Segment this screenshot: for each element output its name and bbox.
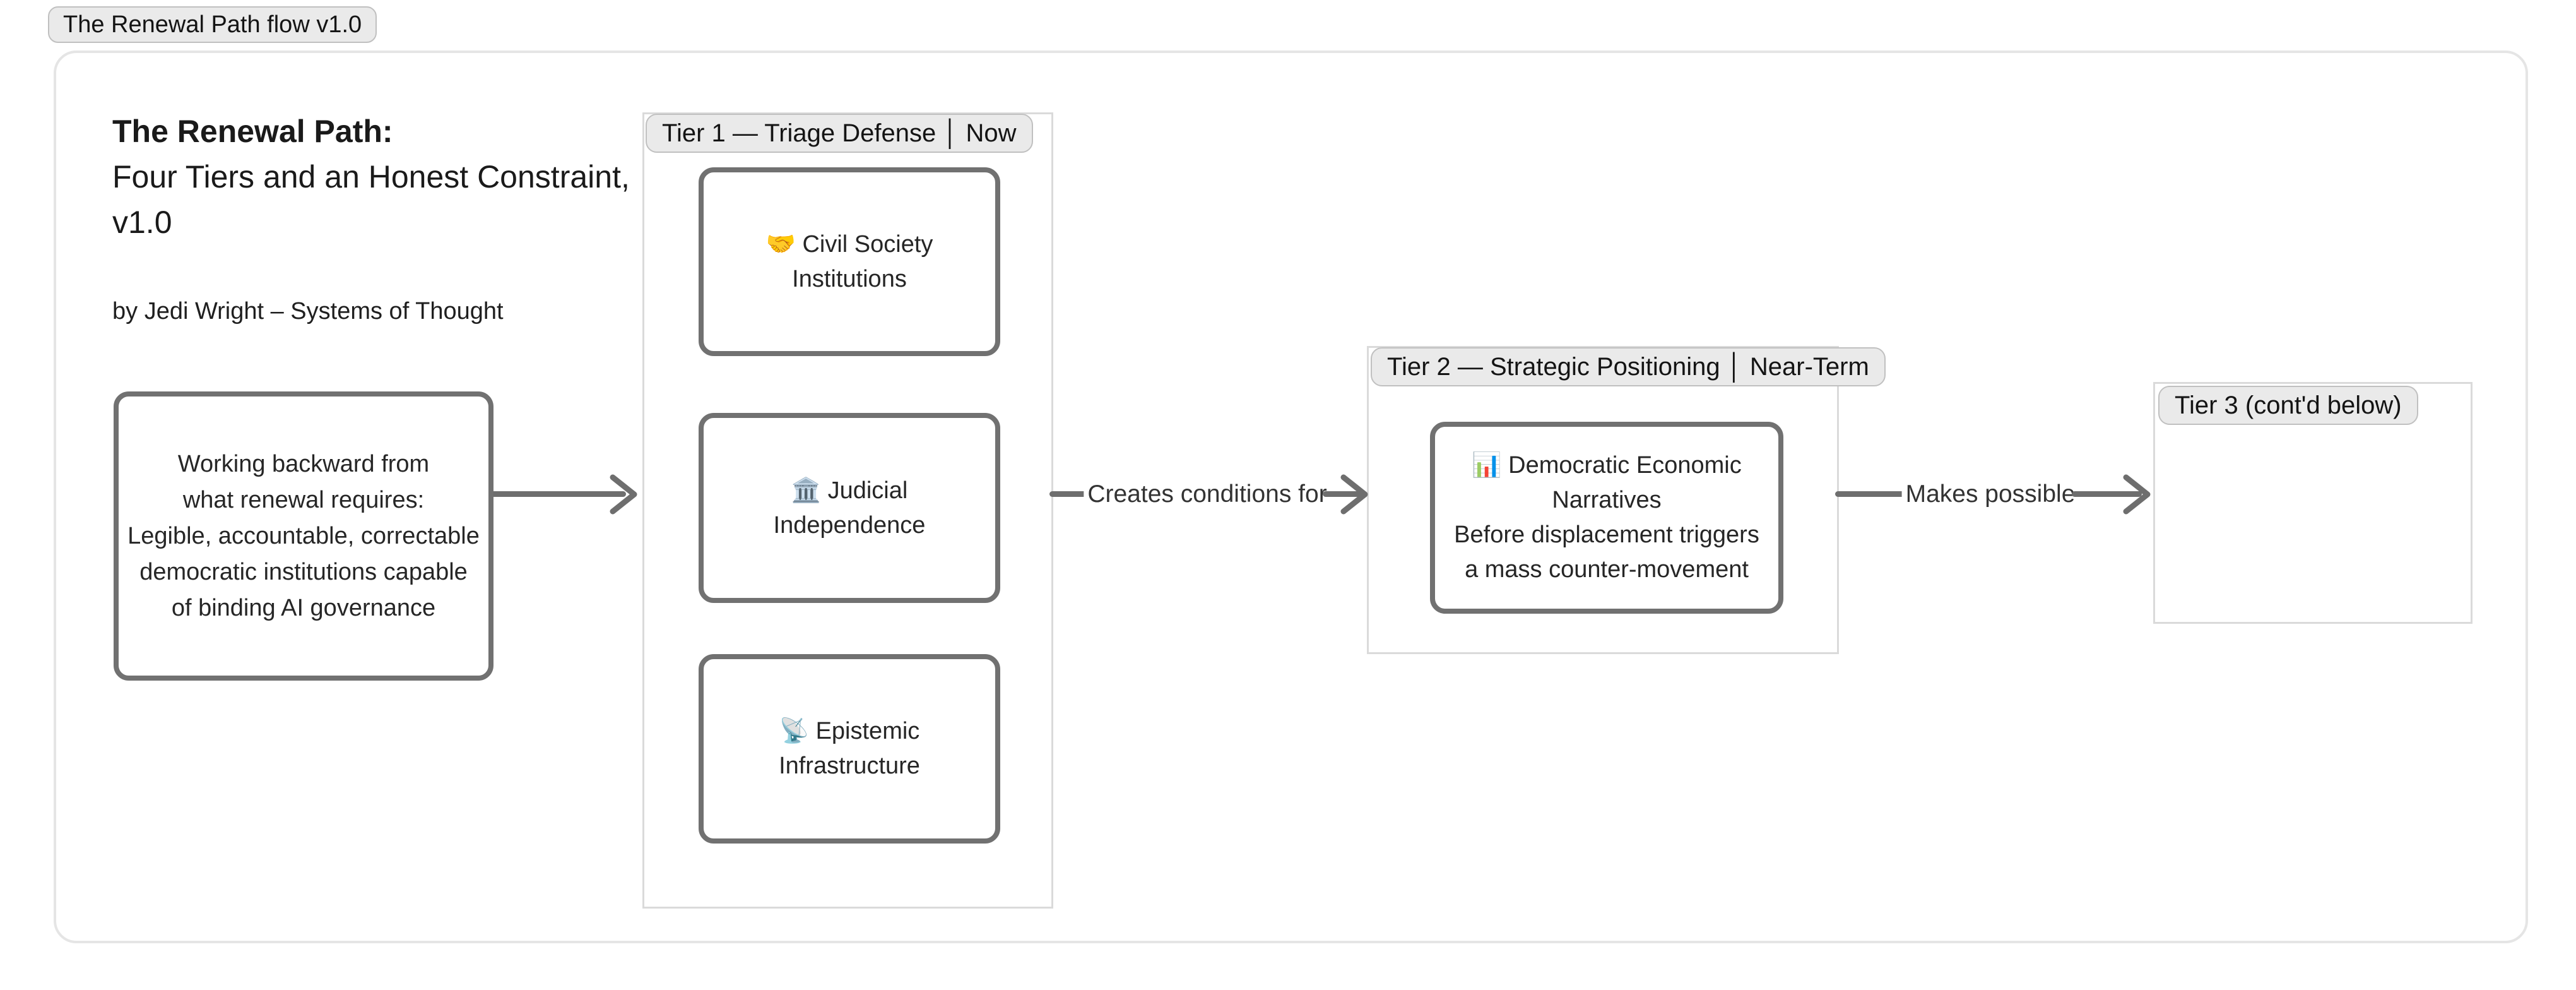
node-label-text: Democratic Economic [1508, 452, 1742, 479]
node-civil-society-line2: Institutions [792, 265, 907, 292]
node-democratic-economic-narratives: 📊 Democratic Economic Narratives Before … [1430, 422, 1783, 614]
start-node-line: Legible, accountable, correctable [127, 522, 480, 549]
node-judicial-line1: 🏛️ Judicial [704, 474, 995, 508]
node-den-line3: Before displacement triggers [1454, 522, 1759, 548]
node-label-text: Epistemic [815, 718, 920, 744]
start-node-line: what renewal requires: [182, 486, 425, 513]
tier2-badge: Tier 2 — Strategic Positioning │ Near-Te… [1371, 347, 1886, 386]
diagram-title: The Renewal Path: Four Tiers and an Hone… [112, 109, 630, 245]
start-node-line: democratic institutions capable [139, 558, 468, 585]
node-den-line1: 📊 Democratic Economic [1435, 448, 1778, 483]
node-label-text: Civil Society [802, 230, 933, 258]
flow-version-badge: The Renewal Path flow v1.0 [48, 6, 377, 43]
bar-chart-icon: 📊 [1472, 452, 1502, 479]
node-label-text: Judicial [827, 477, 908, 504]
byline: by Jedi Wright – Systems of Thought [112, 298, 504, 325]
start-node-line: of binding AI governance [171, 594, 436, 621]
arrowhead-icon [1340, 474, 1368, 515]
tier1-badge: Tier 1 — Triage Defense │ Now [646, 114, 1033, 153]
node-civil-society-line1: 🤝 Civil Society [704, 227, 995, 262]
title-line-1: The Renewal Path: [112, 114, 393, 149]
handshake-icon: 🤝 [765, 230, 796, 258]
start-node-line: Working backward from [177, 450, 430, 477]
edge-tier1-to-tier2-label: Creates conditions for [1084, 480, 1331, 508]
node-den-line2: Narratives [1552, 487, 1662, 513]
arrowhead-icon [2123, 474, 2151, 515]
arrowhead-icon [610, 474, 637, 515]
node-den-line4: a mass counter-movement [1465, 556, 1749, 583]
title-line-2: Four Tiers and an Honest Constraint, [112, 159, 630, 194]
node-working-backward: Working backward from what renewal requi… [114, 391, 493, 681]
node-epistemic-line2: Infrastructure [779, 753, 920, 779]
node-epistemic-line1: 📡 Epistemic [704, 714, 995, 749]
classical-building-icon: 🏛️ [791, 477, 822, 504]
edge-tier2-to-tier3-stub [1835, 491, 1907, 497]
title-line-3: v1.0 [112, 205, 172, 240]
satellite-antenna-icon: 📡 [779, 718, 810, 744]
edge-tier2-to-tier3-label: Makes possible [1901, 480, 2079, 508]
node-civil-society: 🤝 Civil Society Institutions [699, 167, 1000, 356]
edge-tier1-to-tier2-shaft [1323, 491, 1363, 497]
edge-tier1-to-tier2-stub [1049, 491, 1095, 497]
node-epistemic-infrastructure: 📡 Epistemic Infrastructure [699, 654, 1000, 844]
edge-tier2-to-tier3-shaft [2072, 491, 2142, 497]
tier3-badge: Tier 3 (cont'd below) [2158, 386, 2418, 425]
edge-start-to-tier1-line [487, 491, 626, 497]
node-judicial-line2: Independence [773, 511, 926, 539]
node-judicial-independence: 🏛️ Judicial Independence [699, 413, 1000, 603]
